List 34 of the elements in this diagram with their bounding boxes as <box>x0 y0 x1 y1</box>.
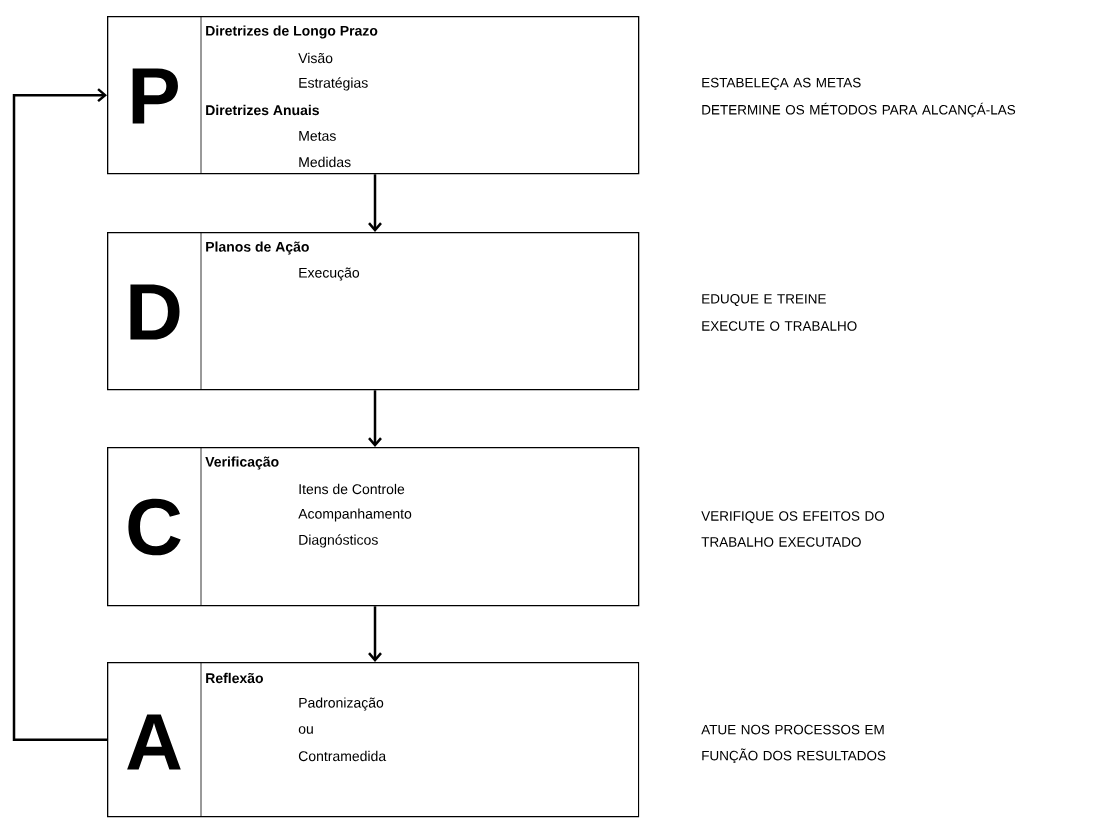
section-heading: Diretrizes de Longo Prazo <box>206 25 378 39</box>
side-note: VERIFIQUE OS EFEITOS DO TRABALHO EXECUTADO <box>701 511 885 547</box>
arrow <box>12 88 107 741</box>
list-item: Medidas <box>299 156 351 168</box>
phase-box <box>107 661 640 818</box>
side-note: EDUQUE E TREINE <box>702 294 826 306</box>
phase-letter: P <box>132 68 178 124</box>
phase-letter: D <box>130 284 180 340</box>
phase-box <box>107 231 640 391</box>
section-heading: Diretrizes Anuais <box>206 104 319 116</box>
side-note: ESTABELEÇA AS METAS <box>702 77 861 91</box>
list-item: Estratégias <box>299 77 368 91</box>
section-heading: Planos de Ação <box>206 241 309 255</box>
list-item: Metas <box>299 131 336 141</box>
list-item: Visão <box>298 52 333 64</box>
list-item: Padronização <box>299 697 384 711</box>
list-item: Itens de Controle <box>299 483 405 495</box>
phase-box <box>107 446 640 607</box>
arrow <box>368 390 382 447</box>
list-item: Diagnósticos <box>299 534 378 548</box>
section-heading: Reflexão <box>206 672 263 684</box>
phase-letter: C <box>128 498 181 556</box>
list-item: Execução <box>299 267 360 281</box>
list-item: ou <box>298 726 313 734</box>
list-item: Contramedida <box>298 750 387 762</box>
section-heading: Verificação <box>205 456 279 470</box>
phase-letter: A <box>127 714 181 770</box>
list-item: Acompanhamento <box>298 508 412 522</box>
arrow <box>368 606 382 662</box>
side-note: ATUE NOS PROCESSOS EM FUNÇÃO DOS RESULTADOS <box>701 724 886 764</box>
side-note: EXECUTE O TRABALHO <box>702 321 857 331</box>
phase-box <box>107 15 640 175</box>
side-note: DETERMINE OS MÉTODOS PARA ALCANÇÁ-LAS <box>702 102 1016 118</box>
arrow <box>368 174 382 232</box>
